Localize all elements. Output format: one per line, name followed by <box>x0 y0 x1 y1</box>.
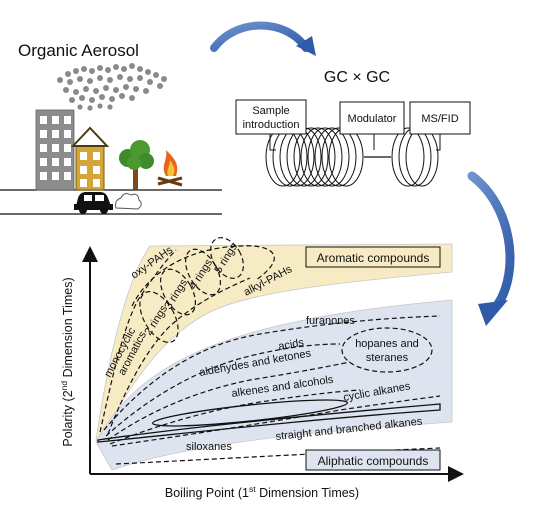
aromatic-bands <box>99 237 275 435</box>
instrument-title: GC × GC <box>324 69 390 86</box>
gc-column-2-icon <box>391 127 439 187</box>
alkane-ellipses <box>97 399 441 443</box>
chromatogram-panel: Aromatic compounds Aliphatic compounds o… <box>59 237 464 500</box>
aliphatic-region <box>95 299 453 471</box>
fire-icon <box>157 150 183 187</box>
detector-label: MS/FID <box>421 113 458 125</box>
aromatic-region <box>95 243 453 441</box>
detector-box: MS/FID <box>409 101 471 135</box>
curved-arrow-down-icon <box>467 171 515 309</box>
arrow-head-icon <box>296 36 316 56</box>
sample-box-line1: Sample <box>252 105 289 117</box>
exhaust-cloud-icon <box>115 193 142 210</box>
modulator-label: Modulator <box>348 113 397 125</box>
curved-arrow-right-icon <box>210 21 310 52</box>
aromatic-legend-box: Aromatic compounds <box>305 246 441 268</box>
siloxanes-label: siloxanes <box>186 441 232 453</box>
acids-label: acids <box>277 337 305 353</box>
house-icon <box>70 126 110 191</box>
car-icon <box>74 192 113 214</box>
furanones-label: furanones <box>306 315 355 327</box>
tree-icon <box>119 140 154 190</box>
aliphatic-bands <box>103 315 441 465</box>
modulator-box: Modulator <box>339 101 405 135</box>
aerosol-cloud <box>57 63 167 111</box>
sample-box-line2: introduction <box>243 119 300 131</box>
connector-sample <box>269 134 276 151</box>
connector-detector <box>436 134 441 151</box>
sample-introduction-box: Sample introduction <box>235 99 307 135</box>
arrow-head-down-icon <box>478 300 508 326</box>
aromatic-legend-label: Aromatic compounds <box>317 251 430 265</box>
aliphatic-legend-label: Aliphatic compounds <box>318 454 429 468</box>
hopanes-label-line2: steranes <box>366 352 409 364</box>
x-axis-title: Boiling Point (1st Dimension Times) <box>165 484 359 500</box>
office-building-icon <box>35 109 75 191</box>
gc-column-1-icon <box>265 127 364 187</box>
y-axis-title: Polarity (2nd Dimension Times) <box>59 277 75 446</box>
aliphatic-legend-box: Aliphatic compounds <box>305 449 441 471</box>
scene-title: Organic Aerosol <box>18 41 139 60</box>
hopanes-label-line1: hopanes and <box>355 338 419 350</box>
